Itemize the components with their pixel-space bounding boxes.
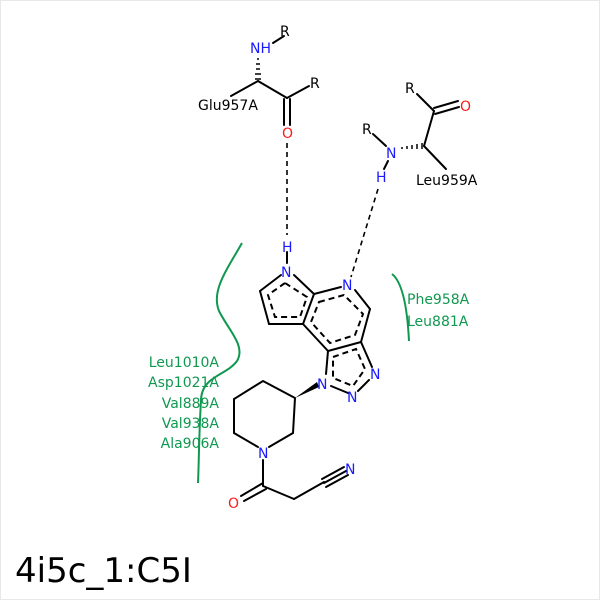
hydrophobic-residues-right: Phe958A Leu881A [407,292,470,330]
pyrrole-h-label: H [282,240,293,256]
hydrophobic-contour-right [391,273,410,342]
triazole-n3-label: N [347,390,357,406]
piperidine-n-label: N [258,446,268,462]
diagram-title: 4i5c_1:C5I [15,551,192,591]
residue-glu957a: NH R R O Glu957A [198,24,320,142]
carbonyl-o-label: O [228,496,239,512]
residue-leu959a: R O R N H Leu959A [362,81,478,189]
residue-label: Leu881A [407,314,469,330]
ligand: H N N N N N N O N [228,240,380,512]
residue-label: Val889A [162,396,220,412]
pyridine-n-label: N [342,278,352,294]
nitrile-n-label: N [345,462,355,478]
leu959a-label: Leu959A [416,173,478,189]
triazole-n1-label: N [317,377,327,393]
residue-label: Val938A [162,416,220,432]
glu-nh-label: NH [250,41,271,57]
hbond-leu959a [350,188,379,278]
glu-r2-label: R [310,76,320,92]
leu959-h-label: H [376,170,387,186]
triazole-n2-label: N [370,367,380,383]
glu-r1-label: R [280,24,290,40]
glu-o-label: O [282,126,293,142]
residue-label: Ala906A [161,436,220,452]
glu957a-label: Glu957A [198,98,258,114]
residue-label: Leu1010A [149,355,220,371]
leu959-o-label: O [460,99,471,115]
hydrophobic-contour-left [197,242,243,484]
leu959-n-label: N [386,146,396,162]
pyrrole-n-label: N [281,265,291,281]
residue-label: Phe958A [407,292,470,308]
leu959-r2-label: R [362,122,372,138]
residue-label: Asp1021A [148,375,219,391]
leu959-r1-label: R [405,81,415,97]
hydrophobic-residues-left: Leu1010A Asp1021A Val889A Val938A Ala906… [148,355,219,452]
